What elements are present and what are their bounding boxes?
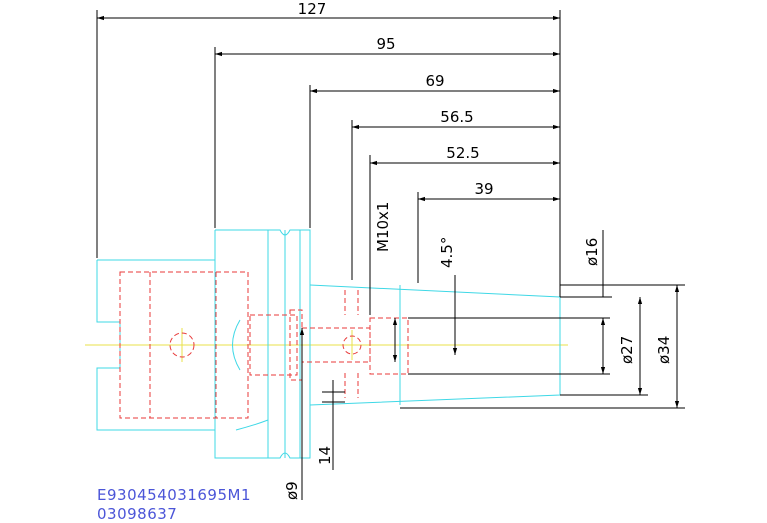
dim-127: 127 xyxy=(298,0,327,18)
dim-angle: 4.5° xyxy=(438,237,456,268)
dim-52-5: 52.5 xyxy=(446,144,479,162)
dim-m10x1: M10x1 xyxy=(374,202,392,252)
dim-39: 39 xyxy=(474,180,493,198)
serial-number-label: 03098637 xyxy=(97,505,178,523)
dim-14: 14 xyxy=(316,446,334,465)
dim-dia27: ø27 xyxy=(618,336,636,364)
part-number-label: E930454031695M1 xyxy=(97,486,251,504)
dim-95: 95 xyxy=(376,35,395,53)
dimension-lines xyxy=(97,15,680,500)
tool-holder-outline xyxy=(96,229,561,459)
dim-dia9: ø9 xyxy=(283,481,301,500)
dim-69: 69 xyxy=(425,72,444,90)
dim-56-5: 56.5 xyxy=(440,108,473,126)
extension-lines xyxy=(96,10,685,409)
dim-dia34: ø34 xyxy=(655,336,673,364)
dim-dia16: ø16 xyxy=(583,238,601,266)
